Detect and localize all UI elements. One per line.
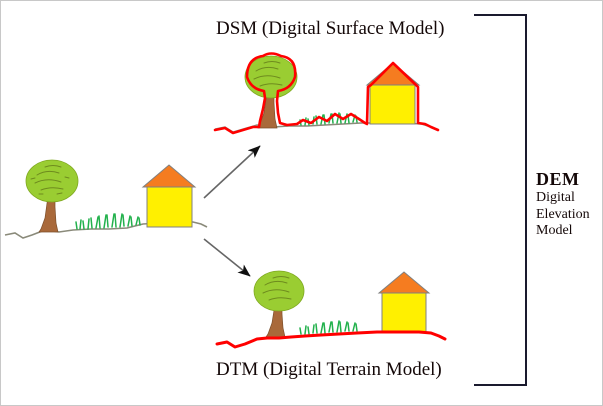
dsm-tree [244, 55, 298, 129]
dem-word-elevation: Elevation [536, 206, 590, 222]
dem-word-digital: Digital [536, 190, 575, 206]
arrow-to-dsm [203, 145, 261, 199]
dtm-terrain-line [215, 330, 447, 349]
dtm-house [377, 271, 431, 333]
dtm-house-roof [377, 271, 431, 294]
arrow-to-dtm [203, 238, 251, 277]
dsm-house [365, 62, 421, 125]
dsm-title: DSM (Digital Surface Model) [216, 18, 445, 39]
dtm-tree [253, 270, 305, 338]
original-tree [25, 159, 79, 233]
dtm-house-body [381, 292, 427, 333]
dsm-surface-line [213, 52, 440, 135]
original-landscape-scene [4, 159, 208, 239]
house-body [146, 186, 193, 228]
dtm-tree-canopy-texture [262, 276, 292, 301]
dtm-title: DTM (Digital Terrain Model) [216, 359, 442, 380]
dsm-house-body [369, 84, 416, 125]
original-house [141, 164, 197, 228]
dtm-grass-tuft [299, 320, 358, 335]
dem-word-model: Model [536, 223, 573, 239]
dsm-tree-canopy [244, 55, 298, 99]
tree-canopy-texture [30, 165, 70, 195]
dtm-scene [215, 270, 447, 349]
dem-label-block: DEM Digital Elevation Model [536, 169, 602, 240]
dsm-scene [213, 52, 440, 135]
dem-bracket [474, 14, 527, 386]
original-grass-tuft [75, 213, 141, 230]
house-roof [141, 164, 197, 188]
tree-canopy [25, 159, 79, 203]
dem-abbreviation: DEM [536, 169, 580, 189]
dtm-tree-canopy [253, 270, 305, 312]
dsm-tree-canopy-texture [253, 61, 283, 87]
